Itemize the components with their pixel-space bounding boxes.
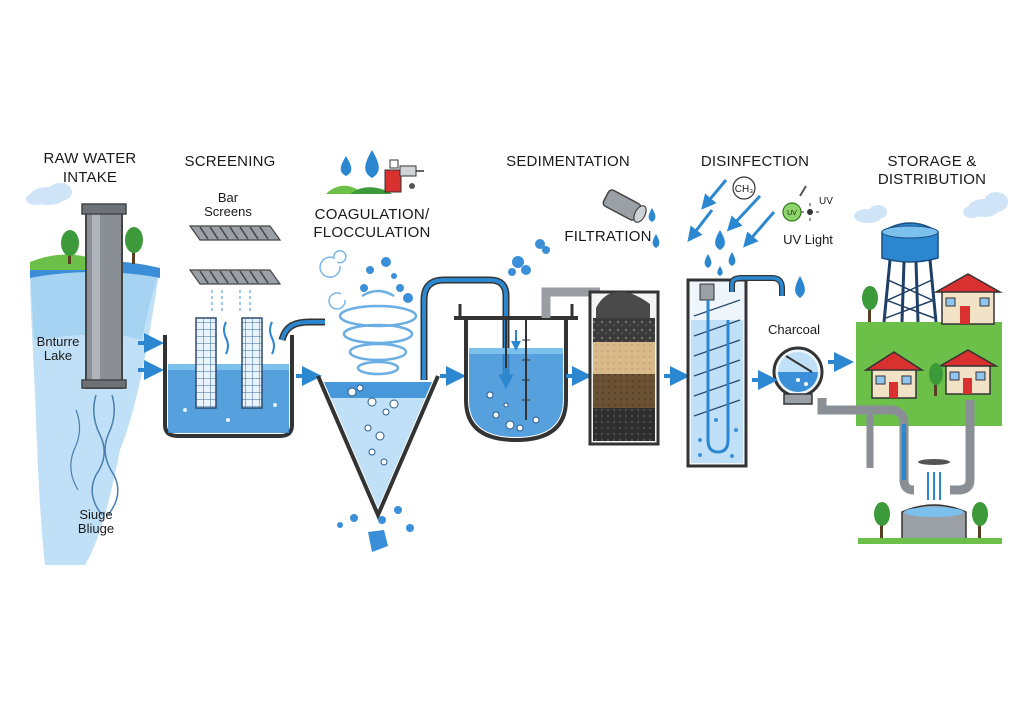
tree-icon (862, 286, 878, 322)
stage-sedimentation: SEDIMENTATION (454, 153, 630, 443)
lake-body (30, 263, 160, 565)
tree-icon (972, 502, 988, 538)
mixing-swirl (319, 250, 347, 310)
tree-icon (61, 230, 79, 264)
floc-particles (347, 384, 399, 466)
reservoir-icon (858, 459, 1002, 544)
screening-title: SCREENING (185, 153, 276, 170)
floc-particles (360, 257, 413, 303)
water-drop-icon (340, 156, 352, 176)
uv-small-label: UV (819, 196, 833, 207)
chemical-dosing-icon (384, 159, 424, 193)
water-drop-icon (704, 230, 736, 276)
uv-lamp-icon: UV (782, 185, 819, 222)
water-drop-icon (648, 208, 656, 222)
storage-title-line1: STORAGE & (887, 153, 976, 170)
distribution-pipes (817, 398, 975, 495)
stage-intake: RAW WATER INTAKE Bnturre Lake (26, 150, 160, 565)
cloud-icon (854, 205, 887, 223)
cloud-icon (963, 192, 1008, 218)
pipe-outlet-icon (602, 189, 647, 223)
house-icon (937, 349, 999, 395)
tree-icon (125, 227, 143, 264)
bar-screens-label-line1: Bar (218, 190, 239, 205)
water-tower-icon (881, 222, 939, 323)
uv-light-label: UV Light (783, 232, 833, 247)
house-icon (863, 351, 925, 399)
tree-icon (874, 502, 890, 538)
water-drop-icon (365, 150, 379, 178)
bar-screen-icon (188, 269, 282, 285)
sludge-label-line1: Siuge (79, 507, 112, 522)
coagulation-title-line2: FLOCCULATION (313, 224, 430, 241)
lake-label-line2: Lake (44, 348, 72, 363)
bar-screens-label-line2: Screens (204, 204, 252, 219)
stage-coagulation: COAGULATION/ FLOCCULATION (313, 150, 510, 552)
house-icon (933, 273, 1003, 325)
stage-screening: SCREENING Bar Screens (163, 153, 325, 438)
tree-icon (929, 363, 943, 396)
svg-text:CH₃: CH₃ (735, 184, 754, 195)
whirlpool (338, 289, 418, 376)
sedimentation-tank (464, 318, 568, 443)
chemical-icon: CH₃ (732, 176, 756, 200)
storage-title-line2: DISTRIBUTION (878, 171, 986, 188)
stage-disinfection: DISINFECTION CH₃ UV (686, 153, 833, 468)
intake-pipe (85, 207, 123, 389)
intake-title-line2: INTAKE (63, 169, 117, 186)
chemical-dose-arrows (687, 179, 776, 248)
water-drop-icon (795, 276, 805, 298)
flow-arrow (138, 333, 164, 380)
intake-title-line1: RAW WATER (44, 150, 137, 167)
bar-screen-icon (188, 225, 282, 241)
coagulation-title-line1: COAGULATION/ (315, 206, 430, 223)
sludge-label-line2: Bliuge (78, 521, 114, 536)
filtration-title: FILTRATION (564, 228, 651, 245)
flocculation-tank (316, 375, 440, 521)
stage-storage: STORAGE & DISTRIBUTION (817, 153, 1008, 544)
stage-filtration: FILTRATION (564, 189, 660, 446)
sludge-particles (337, 506, 414, 552)
screening-tank (163, 335, 294, 438)
sedimentation-title: SEDIMENTATION (506, 153, 630, 170)
svg-text:UV: UV (787, 210, 797, 217)
sediment-particles (508, 239, 550, 276)
water-drop-icon (652, 234, 660, 248)
disinfection-title: DISINFECTION (701, 153, 809, 170)
charcoal-label: Charcoal (768, 322, 820, 337)
cloud-icon (26, 183, 72, 205)
lake-label-line1: Bnturre (37, 334, 80, 349)
charcoal-unit (772, 346, 824, 405)
